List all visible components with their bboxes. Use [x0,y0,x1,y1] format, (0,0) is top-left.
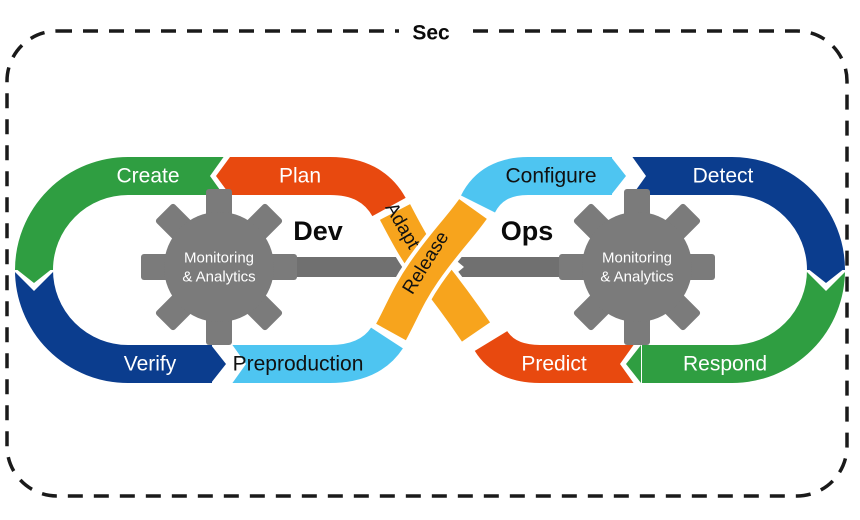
dev-gear-label-line1: Monitoring [184,250,254,267]
create-chevron-tip [15,268,53,283]
create-band [15,157,224,271]
ops-title: Ops [501,216,554,246]
detect-band [632,157,845,271]
detect-notch-gap [631,155,646,197]
preproduction-label: Preproduction [233,353,364,376]
configure-chevron-tip [611,157,626,195]
verify-chevron-tip [211,345,226,383]
sec-label-backdrop [399,20,463,44]
release-ribbon-band [376,198,487,341]
sec-label: Sec [412,22,450,45]
verify-label: Verify [124,353,177,376]
plan-band [230,157,406,218]
respond-chevron-tip [626,345,641,383]
predict-band [474,330,634,383]
preproduction-notch-gap [231,343,246,385]
preproduction-band [232,326,403,383]
release-ribbon [372,196,491,343]
dev-gear-icon: Monitoring & Analytics [141,189,297,345]
respond-label: Respond [683,353,767,376]
predict-label: Predict [521,353,587,376]
configure-band [461,157,612,214]
dev-gear-label-line2: & Analytics [182,269,255,286]
ops-gear-icon: Monitoring & Analytics [559,189,715,345]
configure-label: Configure [505,165,596,188]
respond-band [642,269,845,383]
create-label: Create [116,165,179,188]
dev-title: Dev [293,216,343,246]
plan-label: Plan [279,165,321,188]
verify-band [15,269,212,383]
plan-chevron-tip [216,157,230,195]
ops-gear-label-line1: Monitoring [602,250,672,267]
ops-gear-label-line2: & Analytics [600,269,673,286]
detect-chevron-tip [807,268,845,283]
detect-label: Detect [693,165,754,188]
